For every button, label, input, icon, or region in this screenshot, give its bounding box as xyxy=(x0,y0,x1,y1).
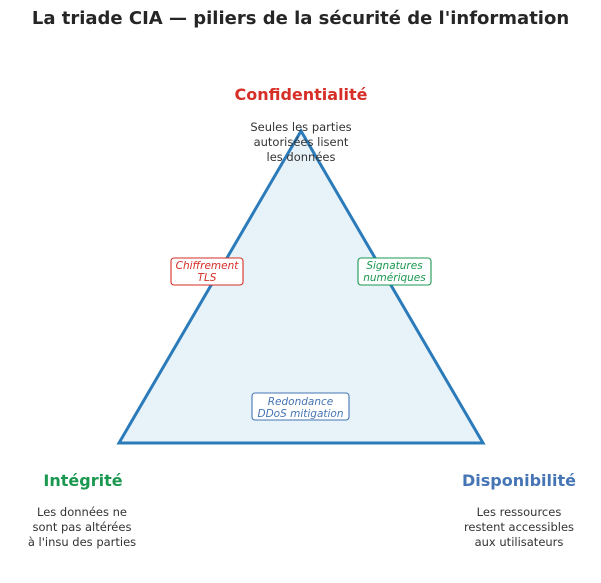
edge-label-left-line-2: TLS xyxy=(198,272,217,284)
page-title: La triade CIA — piliers de la sécurité d… xyxy=(31,8,570,29)
edge-label-right-box xyxy=(357,257,432,286)
confidentiality-title: Confidentialité xyxy=(234,85,367,104)
edge-label-bottom-line-1: Redondance xyxy=(268,396,334,408)
edge-label-bottom: Redondance DDoS mitigation xyxy=(251,392,350,421)
cia-triangle xyxy=(116,128,486,445)
integrity-desc-line-3: à l'insu des parties xyxy=(28,535,136,549)
integrity-desc-line-2: sont pas altérées xyxy=(33,520,132,534)
confidentiality-desc-line-1: Seules les parties xyxy=(250,120,351,134)
edge-label-left-line-1: Chiffrement xyxy=(176,260,240,272)
integrity-desc-line-1: Les données ne xyxy=(37,505,127,519)
vertex-availability: Disponibilité Les ressources restent acc… xyxy=(462,471,576,549)
edge-label-right-line-2: numériques xyxy=(363,272,426,284)
integrity-title: Intégrité xyxy=(43,471,122,490)
vertex-confidentiality: Confidentialité Seules les parties autor… xyxy=(234,85,367,164)
edge-label-right-line-1: Signatures xyxy=(366,260,423,272)
edge-label-bottom-line-2: DDoS mitigation xyxy=(258,408,344,420)
edge-label-right: Signatures numériques xyxy=(357,257,432,286)
edge-label-left: Chiffrement TLS xyxy=(170,257,244,286)
confidentiality-desc-line-3: les données xyxy=(267,150,336,164)
availability-desc-line-1: Les ressources xyxy=(477,505,562,519)
availability-desc-line-2: restent accessibles xyxy=(464,520,574,534)
availability-title: Disponibilité xyxy=(462,471,576,490)
edge-label-bottom-box xyxy=(251,392,350,421)
vertex-integrity: Intégrité Les données ne sont pas altéré… xyxy=(28,471,136,549)
availability-desc-line-3: aux utilisateurs xyxy=(475,535,564,549)
edge-label-left-box xyxy=(170,257,244,286)
confidentiality-desc-line-2: autorisées lisent xyxy=(254,135,349,149)
